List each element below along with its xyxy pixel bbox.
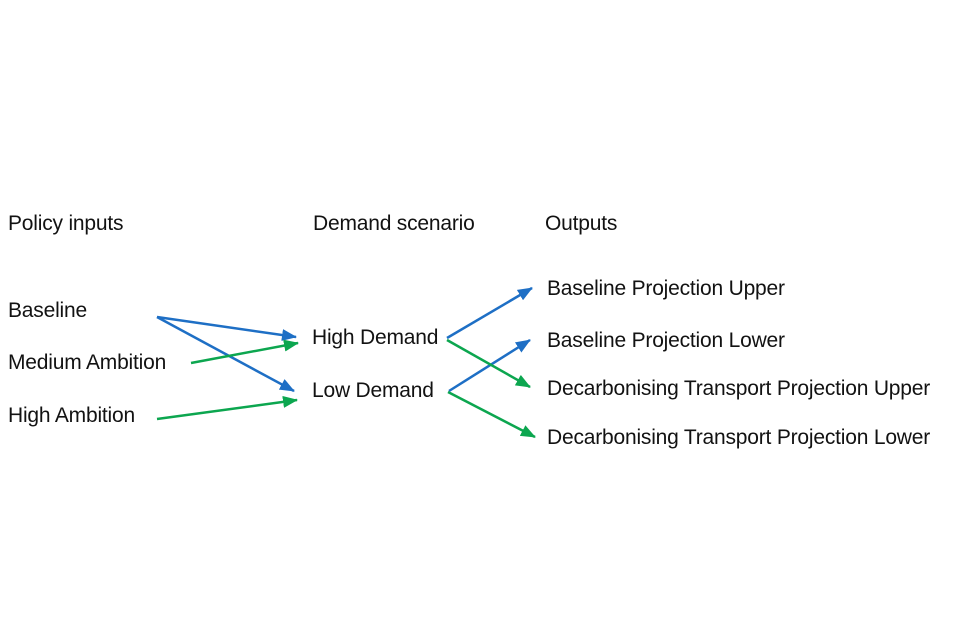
node-decarbonising-transport-projection-upper: Decarbonising Transport Projection Upper [547, 377, 931, 400]
node-baseline-projection-lower: Baseline Projection Lower [547, 329, 785, 352]
arrow-high-demand-to-baseline-projection-upper [446, 286, 533, 340]
node-decarbonising-transport-projection-lower: Decarbonising Transport Projection Lower [547, 426, 931, 449]
arrow-low-demand-to-decarbonising-lower [447, 390, 536, 439]
node-medium-ambition: Medium Ambition [8, 351, 167, 374]
arrow-baseline-to-low-demand [156, 315, 295, 393]
arrow-high-ambition-to-low-demand [156, 395, 298, 421]
node-baseline: Baseline [8, 299, 87, 322]
arrow-high-demand-to-decarbonising-upper [446, 338, 531, 389]
node-high-ambition: High Ambition [8, 404, 135, 427]
node-high-demand: High Demand [312, 326, 439, 349]
column-header-policy-inputs: Policy inputs [8, 212, 124, 235]
column-header-demand-scenario: Demand scenario [313, 212, 475, 235]
arrow-medium-ambition-to-high-demand [190, 339, 299, 365]
node-low-demand: Low Demand [312, 379, 434, 402]
node-baseline-projection-upper: Baseline Projection Upper [547, 277, 785, 300]
column-header-outputs: Outputs [545, 212, 618, 235]
arrow-baseline-to-high-demand [156, 315, 297, 341]
